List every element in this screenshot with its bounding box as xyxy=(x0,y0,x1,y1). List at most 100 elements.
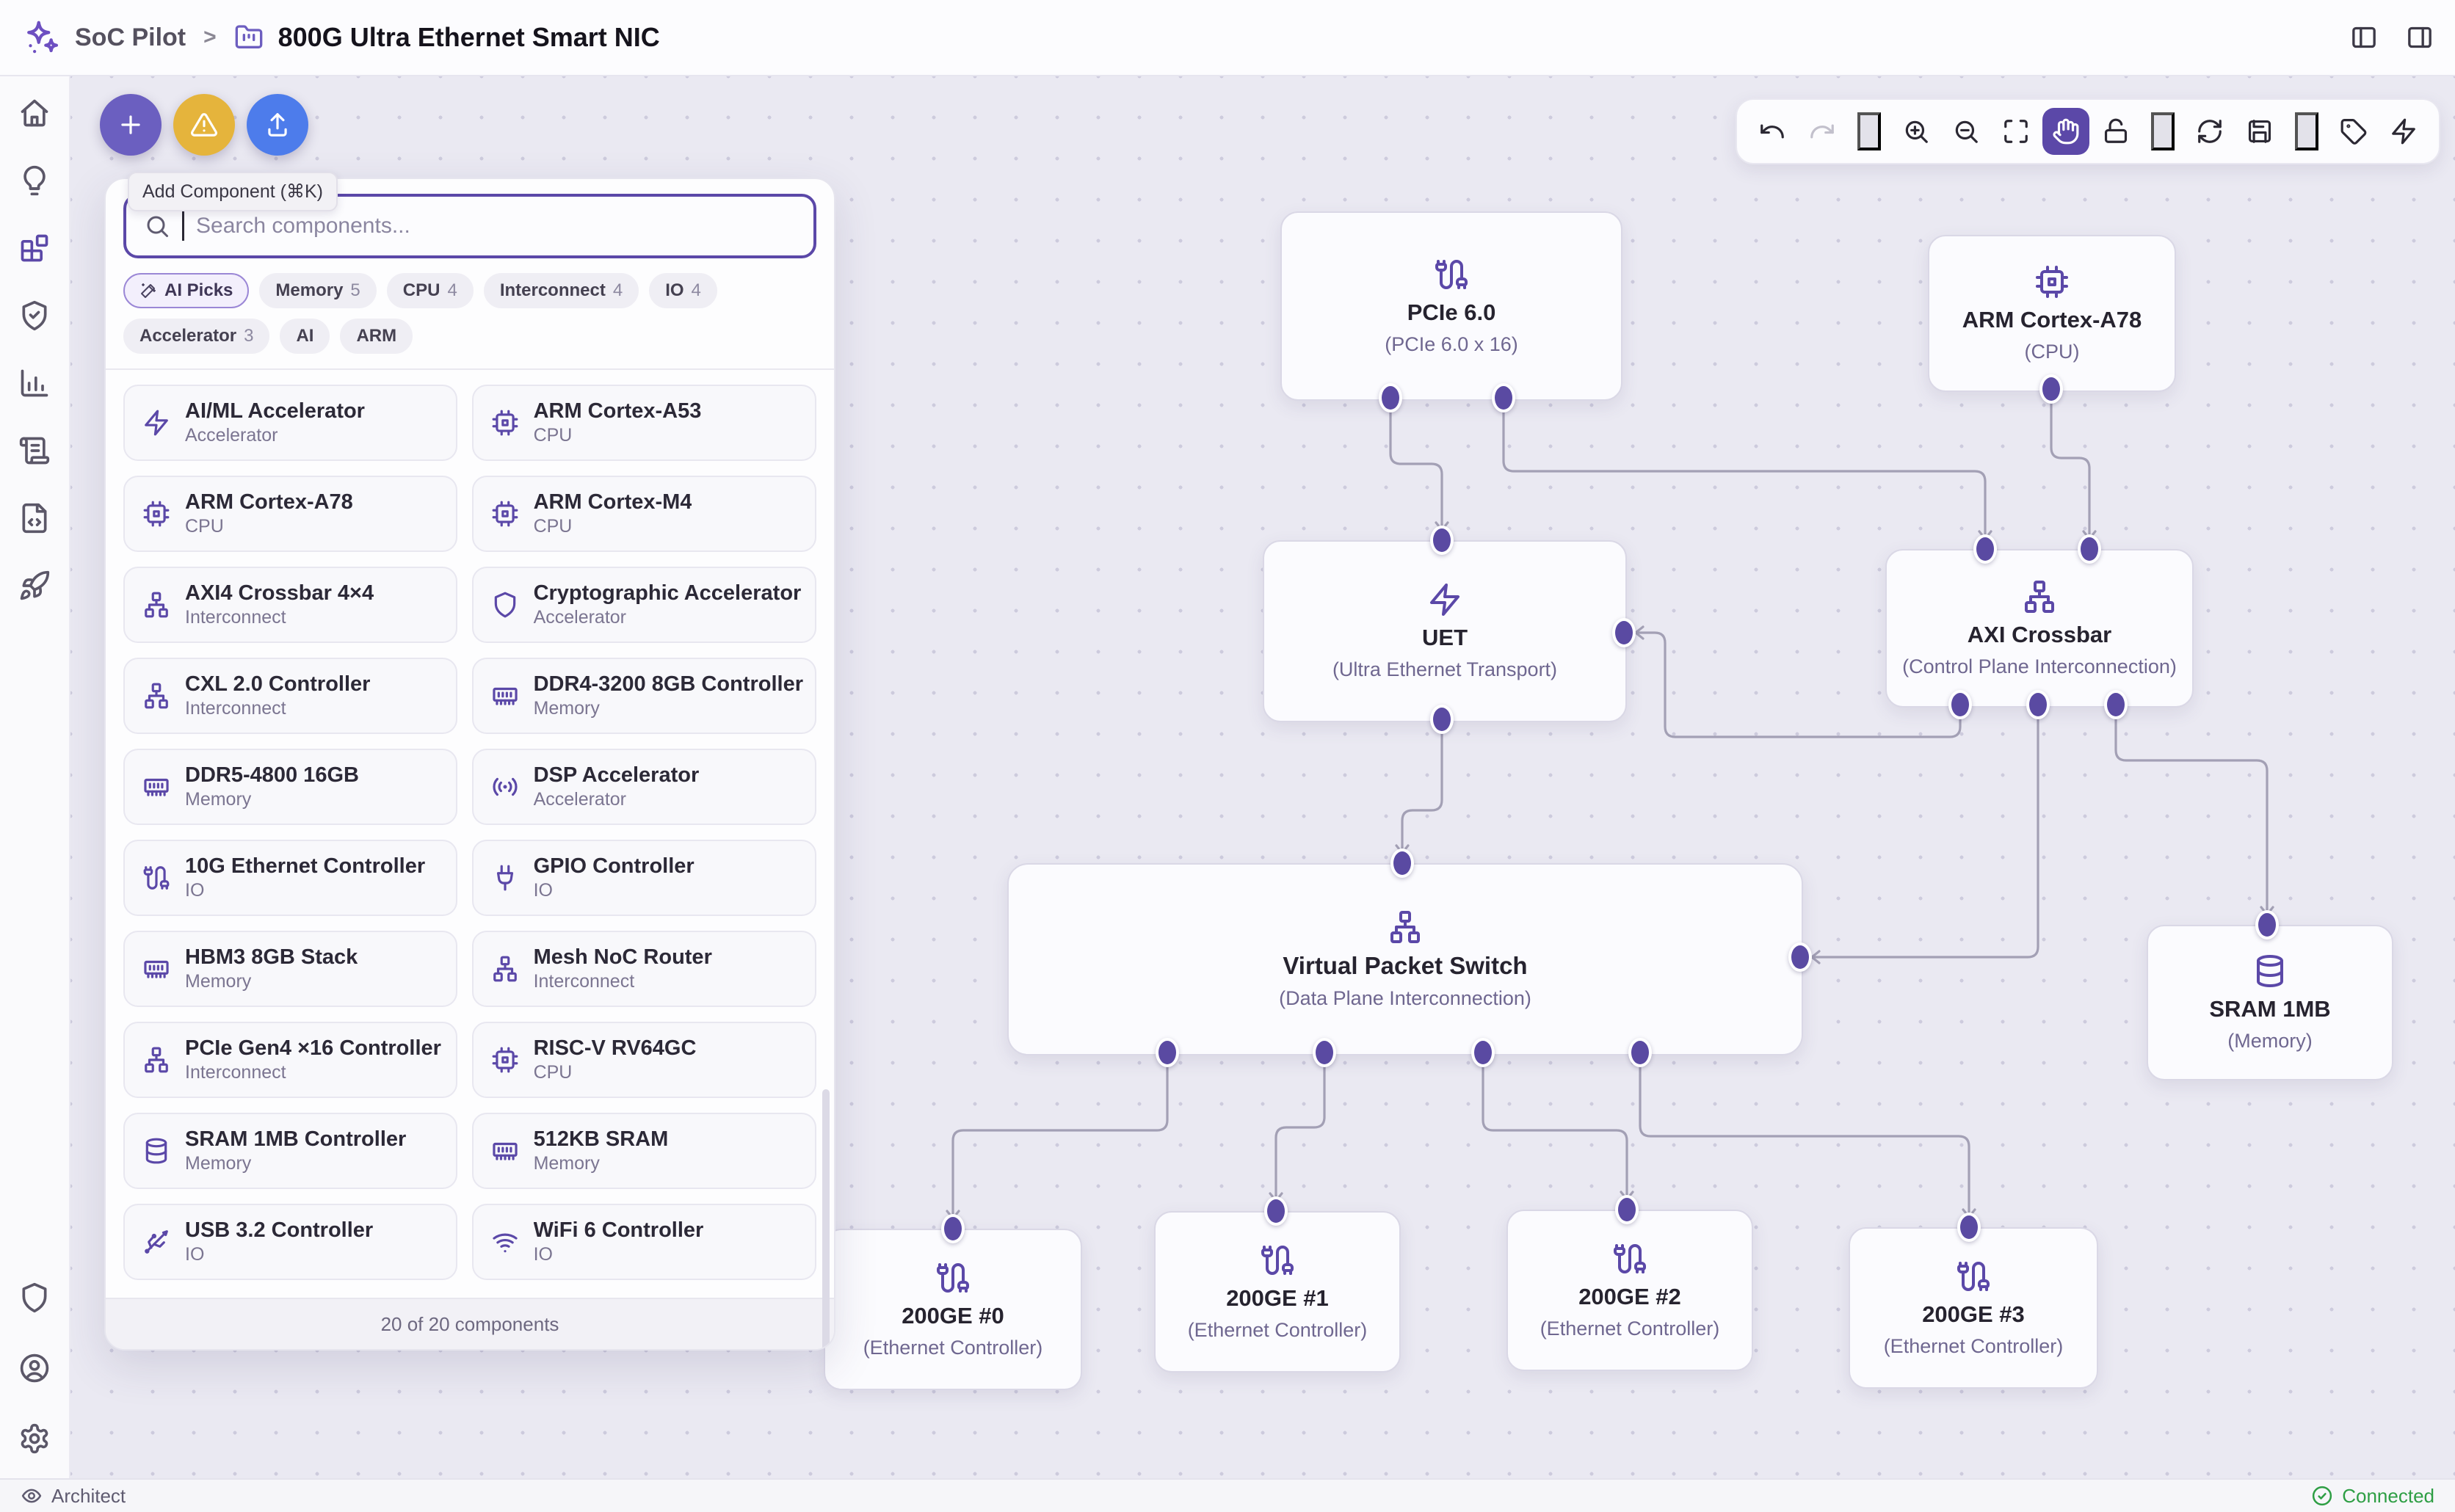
canvas-node[interactable]: 200GE #0 (Ethernet Controller) xyxy=(824,1229,1082,1390)
component-card[interactable]: SRAM 1MB Controller Memory xyxy=(123,1113,457,1189)
cpu-icon xyxy=(491,500,519,528)
component-card[interactable]: Mesh NoC Router Interconnect xyxy=(471,931,816,1007)
node-title: UET xyxy=(1422,624,1468,650)
component-card[interactable]: AXI4 Crossbar 4×4 Interconnect xyxy=(123,567,457,643)
component-card[interactable]: DDR4-3200 8GB Controller Memory xyxy=(471,658,816,734)
connection-port[interactable] xyxy=(1957,1213,1981,1242)
sidebar-item[interactable] xyxy=(10,493,59,543)
sidebar-item[interactable] xyxy=(10,156,59,206)
component-card[interactable]: 512KB SRAM Memory xyxy=(471,1113,816,1189)
sidebar-item[interactable] xyxy=(10,88,59,138)
canvas-node[interactable]: 200GE #3 (Ethernet Controller) xyxy=(1849,1227,2098,1389)
connection-port[interactable] xyxy=(941,1214,965,1243)
header-bar: SoC Pilot > 800G Ultra Ethernet Smart NI… xyxy=(0,0,2455,76)
component-card[interactable]: AI/ML Accelerator Accelerator xyxy=(123,385,457,461)
connection-port[interactable] xyxy=(1788,942,1812,972)
connection-port[interactable] xyxy=(1264,1196,1288,1226)
connection-port[interactable] xyxy=(1390,848,1414,878)
quick-action-button[interactable] xyxy=(247,94,308,156)
connection-port[interactable] xyxy=(2078,534,2101,564)
component-category: IO xyxy=(185,880,205,901)
filter-chip[interactable]: AI Picks xyxy=(123,273,250,308)
connection-port[interactable] xyxy=(2104,690,2128,719)
quick-action-button[interactable] xyxy=(100,94,162,156)
component-category: CPU xyxy=(533,516,573,537)
canvas-node[interactable]: PCIe 6.0 (PCIe 6.0 x 16) xyxy=(1280,211,1622,401)
component-card[interactable]: RISC-V RV64GC CPU xyxy=(471,1022,816,1098)
quick-action-button[interactable] xyxy=(173,94,235,156)
component-card[interactable]: CXL 2.0 Controller Interconnect xyxy=(123,658,457,734)
sidebar-item[interactable] xyxy=(10,1343,59,1393)
connection-port[interactable] xyxy=(1628,1038,1652,1067)
sidebar-item[interactable] xyxy=(10,291,59,341)
sidebar-item[interactable] xyxy=(10,1414,59,1464)
search-input[interactable] xyxy=(196,214,796,239)
connection-port[interactable] xyxy=(1430,526,1454,555)
toolbar-button[interactable] xyxy=(1992,108,2039,155)
chip-count: 4 xyxy=(612,280,623,300)
canvas-node[interactable]: Virtual Packet Switch (Data Plane Interc… xyxy=(1007,863,1803,1055)
connection-port[interactable] xyxy=(1313,1038,1336,1067)
toolbar-button[interactable] xyxy=(1749,108,1796,155)
filter-chip[interactable]: IO 4 xyxy=(649,273,717,308)
sidebar-item[interactable] xyxy=(10,561,59,611)
component-card[interactable]: 10G Ethernet Controller IO xyxy=(123,840,457,916)
plug-icon xyxy=(491,864,519,892)
connection-port[interactable] xyxy=(1379,383,1402,412)
connection-port[interactable] xyxy=(1948,690,1972,719)
connection-port[interactable] xyxy=(1156,1038,1179,1067)
filter-chip[interactable]: Interconnect 4 xyxy=(483,273,639,308)
panel-toggle-button[interactable] xyxy=(2349,23,2379,52)
canvas-node[interactable]: SRAM 1MB (Memory) xyxy=(2147,925,2393,1080)
toolbar-button[interactable] xyxy=(1943,108,1990,155)
toolbar-button[interactable] xyxy=(1799,108,1846,155)
component-name: CXL 2.0 Controller xyxy=(185,672,371,696)
filter-chip[interactable]: AI xyxy=(280,319,330,354)
toolbar-button[interactable] xyxy=(2092,108,2139,155)
toolbar-button[interactable] xyxy=(1893,108,1940,155)
component-card[interactable]: ARM Cortex-M4 CPU xyxy=(471,476,816,552)
sidebar-item[interactable] xyxy=(10,1273,59,1323)
connection-port[interactable] xyxy=(1615,1195,1639,1224)
toolbar-button[interactable] xyxy=(2330,108,2377,155)
connection-port[interactable] xyxy=(1973,534,1997,564)
connection-port[interactable] xyxy=(1430,705,1454,734)
component-card[interactable]: Cryptographic Accelerator Accelerator xyxy=(471,567,816,643)
connection-port[interactable] xyxy=(2026,690,2050,719)
component-card[interactable]: GPIO Controller IO xyxy=(471,840,816,916)
sidebar-item[interactable] xyxy=(10,358,59,408)
canvas-node[interactable]: AXI Crossbar (Control Plane Interconnect… xyxy=(1885,549,2194,708)
sidebar-item[interactable] xyxy=(10,223,59,273)
filter-chip[interactable]: Accelerator 3 xyxy=(123,319,270,354)
chip-count: 5 xyxy=(350,280,360,300)
canvas-node[interactable]: 200GE #1 (Ethernet Controller) xyxy=(1154,1211,1401,1373)
connection-port[interactable] xyxy=(1492,383,1515,412)
sidebar-item[interactable] xyxy=(10,426,59,476)
panel-toggle-button[interactable] xyxy=(2405,23,2434,52)
component-card[interactable]: DSP Accelerator Accelerator xyxy=(471,749,816,825)
toolbar-button[interactable] xyxy=(2236,108,2283,155)
filter-chip[interactable]: Memory 5 xyxy=(259,273,377,308)
filter-chip[interactable]: ARM xyxy=(340,319,413,354)
component-card[interactable]: DDR5-4800 16GB Memory xyxy=(123,749,457,825)
canvas-node[interactable]: UET (Ultra Ethernet Transport) xyxy=(1263,540,1627,722)
connection-port[interactable] xyxy=(1612,618,1636,647)
component-card[interactable]: USB 3.2 Controller IO xyxy=(123,1204,457,1280)
component-card[interactable]: ARM Cortex-A78 CPU xyxy=(123,476,457,552)
app-name[interactable]: SoC Pilot xyxy=(75,23,186,51)
filter-chip[interactable]: CPU 4 xyxy=(386,273,474,308)
toolbar-button[interactable] xyxy=(2380,108,2427,155)
connection-port[interactable] xyxy=(2039,374,2063,404)
component-card[interactable]: WiFi 6 Controller IO xyxy=(471,1204,816,1280)
toolbar-button[interactable] xyxy=(2042,108,2089,155)
component-name: 512KB SRAM xyxy=(533,1127,669,1151)
component-card[interactable]: PCIe Gen4 ×16 Controller Interconnect xyxy=(123,1022,457,1098)
connection-port[interactable] xyxy=(2255,910,2279,939)
toolbar-button[interactable] xyxy=(2186,108,2233,155)
canvas-node[interactable]: 200GE #2 (Ethernet Controller) xyxy=(1506,1210,1753,1371)
component-card[interactable]: HBM3 8GB Stack Memory xyxy=(123,931,457,1007)
canvas-node[interactable]: ARM Cortex-A78 (CPU) xyxy=(1928,235,2176,392)
panel-scrollbar[interactable] xyxy=(822,1089,830,1349)
connection-port[interactable] xyxy=(1471,1038,1495,1067)
component-card[interactable]: ARM Cortex-A53 CPU xyxy=(471,385,816,461)
